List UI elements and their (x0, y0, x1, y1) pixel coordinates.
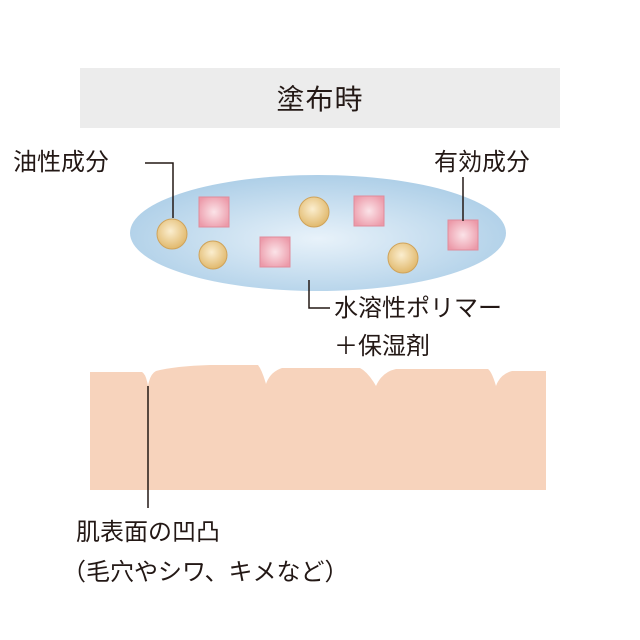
diagram-title: 塗布時 (276, 83, 364, 116)
active-particle (353, 195, 385, 227)
polymer-label-line2: ＋保湿剤 (334, 332, 430, 360)
oil-particle (156, 218, 188, 250)
title-bar: 塗布時 (80, 68, 560, 128)
active-component-label: 有効成分 (434, 148, 530, 176)
active-particle (259, 236, 291, 268)
skin-label-line2: （毛穴やシワ、キメなど） (62, 558, 349, 586)
oil-leader-line (145, 162, 174, 218)
oil-particle (298, 196, 330, 228)
active-particle (198, 196, 230, 228)
polymer-label-line1: 水溶性ポリマー (334, 294, 502, 322)
oil-component-label: 油性成分 (13, 148, 109, 176)
skin-surface (90, 365, 546, 490)
skin-label-line1: 肌表面の凹凸 (76, 518, 220, 546)
active-particle (447, 219, 479, 251)
polymer-leader-line (308, 280, 330, 309)
oil-particle (198, 240, 228, 270)
oil-particle (387, 242, 419, 274)
